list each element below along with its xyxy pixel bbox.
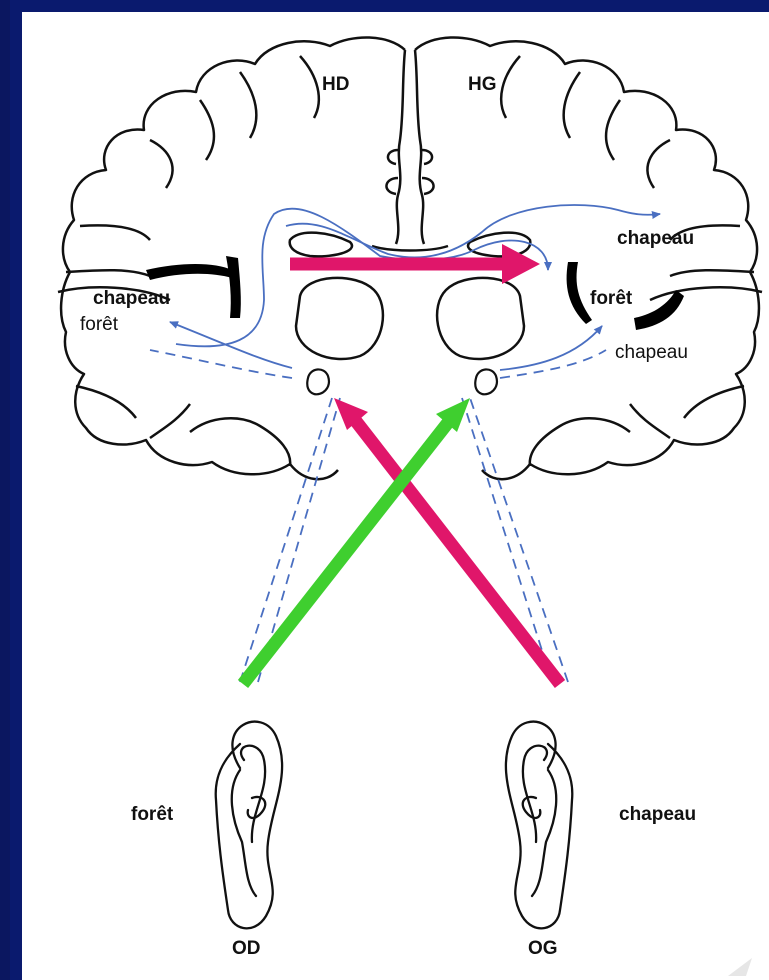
thalami [296,278,524,359]
right-ear-word: forêt [131,804,174,825]
page-curl-mark [728,958,752,976]
right-ear-label: OD [232,938,261,959]
right-top-word: chapeau [617,228,694,249]
left-word-bold: chapeau [93,288,170,309]
left-ear-icon [506,722,572,929]
geniculate-nuclei [307,369,497,394]
right-word-plain: chapeau [615,342,688,363]
green-arrow [243,398,470,684]
ventricles [290,233,531,257]
magenta-arrows [290,244,560,684]
auditory-pathways [150,205,660,682]
hemisphere-label-right: HD [322,74,349,95]
left-word-plain: forêt [80,314,119,335]
magenta-arrowhead-callosal [502,244,540,284]
left-ear-word: chapeau [619,804,696,825]
hemisphere-label-left: HG [468,74,497,95]
right-word-bold: forêt [590,288,633,309]
right-ear-icon [216,722,282,929]
left-ear-label: OG [528,938,558,959]
